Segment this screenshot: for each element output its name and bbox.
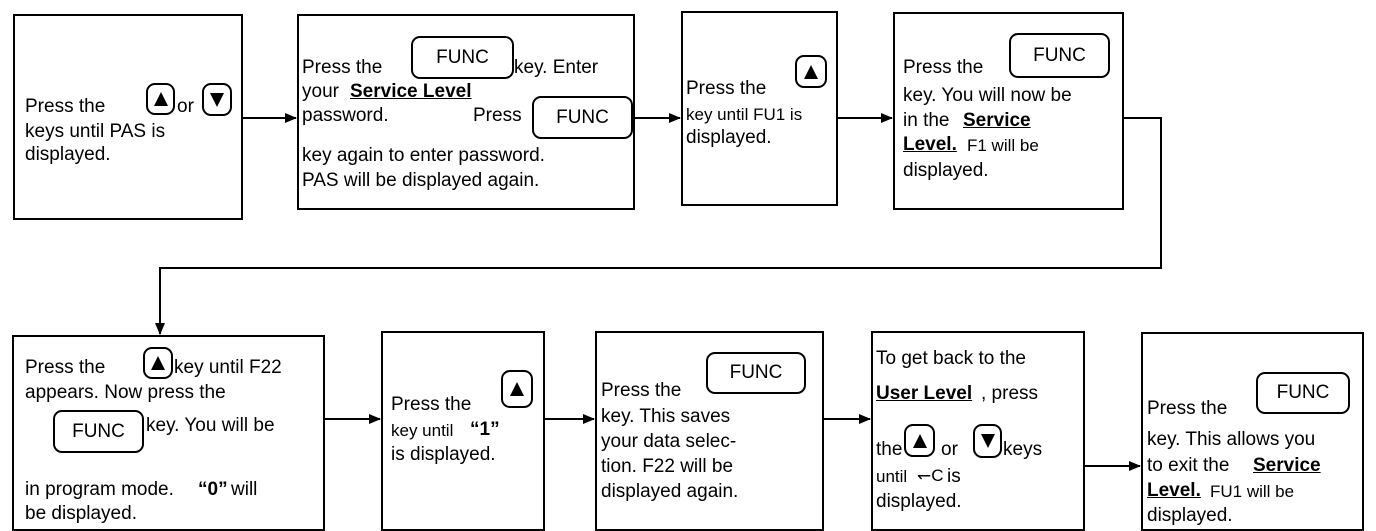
step-5-text-4c: will (231, 479, 258, 500)
step-9-text-5: displayed. (1147, 505, 1233, 526)
step-9-text-2: key. This allows you (1147, 429, 1316, 450)
step-4-text-5: displayed. (903, 160, 989, 181)
step-7-text-4: tion. F22 will be (601, 456, 734, 477)
step-6-text-1: Press the (391, 394, 472, 415)
step-3-text-1: Press the (686, 78, 767, 99)
step-5-text-2: appears. Now press the (25, 382, 226, 403)
func-key-label: FUNC (436, 46, 489, 68)
step-8-text-4a: until (876, 467, 908, 486)
up-key-icon (795, 55, 827, 88)
step-5-text-1b: key until F22 (174, 357, 282, 378)
step-1-text-1: Press the (25, 96, 106, 117)
step-9-box (1141, 332, 1364, 531)
step-4-text-3a: in the (903, 110, 950, 131)
step-3-text-3: displayed. (686, 127, 772, 148)
func-key-icon: FUNC (1009, 33, 1110, 78)
step-7-text-1: Press the (601, 380, 682, 401)
down-key-icon (202, 83, 232, 116)
step-2-text-4: key again to enter password. (302, 145, 545, 166)
up-key-icon (143, 347, 173, 379)
step-2-text-5: PAS will be displayed again. (302, 170, 540, 191)
step-5-text-5: be displayed. (25, 503, 137, 524)
step-7-text-2: key. This saves (601, 406, 731, 427)
down-key-icon (973, 424, 1002, 458)
func-key-icon: FUNC (411, 36, 514, 79)
step-8-text-4c: is (947, 466, 961, 487)
step-4-level: Level. (903, 134, 957, 155)
step-9-level: Level. (1147, 480, 1201, 501)
func-key-icon: FUNC (532, 96, 633, 139)
step-7-text-5: displayed again. (601, 481, 739, 502)
step-5-value-0: “0” (198, 479, 228, 500)
step-5-text-1a: Press the (25, 357, 106, 378)
step-2-text-3a: password. (302, 105, 389, 126)
step-4-text-4b: F1 will be (967, 136, 1039, 155)
step-4-service: Service (963, 110, 1031, 131)
step-6-box (381, 331, 545, 531)
step-9-text-1: Press the (1147, 398, 1228, 419)
step-1-text-or: or (177, 96, 194, 117)
step-8-text-3c: keys (1003, 439, 1043, 460)
func-key-label: FUNC (1276, 382, 1330, 403)
step-2-text-2a: your (302, 81, 339, 102)
step-6-text-2a: key until (391, 421, 454, 440)
func-key-label: FUNC (729, 362, 783, 383)
step-4-text-1: Press the (903, 57, 984, 78)
func-key-label: FUNC (72, 420, 125, 442)
func-key-label: FUNC (1033, 44, 1086, 66)
step-2-text-1b: key. Enter (514, 57, 599, 78)
step-3-box (681, 11, 838, 206)
func-key-label: FUNC (556, 106, 609, 128)
step-8-text-1: To get back to the (876, 348, 1026, 369)
step-9-service: Service (1253, 455, 1321, 476)
up-key-icon (904, 424, 935, 457)
func-key-icon: FUNC (706, 352, 806, 394)
step-1-box (13, 14, 243, 220)
step-9-text-4b: FU1 will be (1210, 482, 1295, 501)
func-key-icon: FUNC (1256, 372, 1350, 414)
step-5-text-3: key. You will be (146, 415, 275, 436)
step-2-service-level: Service Level (350, 81, 472, 102)
step-8-user-level: User Level (876, 383, 973, 404)
step-8-text-2b: , press (981, 383, 1039, 404)
step-9-text-3a: to exit the (1147, 455, 1230, 476)
arrow-4-5 (155, 117, 1162, 335)
step-3-text-2: key until FU1 is (686, 105, 803, 124)
step-4-text-2: key. You will now be (903, 85, 1072, 106)
up-key-icon (501, 370, 533, 408)
step-1-text-2: keys until PAS is (25, 121, 166, 142)
step-1-text-3: displayed. (25, 144, 111, 165)
step-7-text-3: your data selec- (601, 431, 737, 452)
step-6-value-1: “1” (470, 419, 500, 440)
step-6-text-3: is displayed. (391, 444, 496, 465)
up-key-icon (146, 83, 175, 115)
step-5-text-4a: in program mode. (25, 479, 174, 500)
step-8-text-3a: the (876, 439, 903, 460)
step-8-text-5: displayed. (876, 491, 962, 512)
step-8-display-code: ↽Ϲ (917, 466, 944, 485)
step-2-text-1a: Press the (302, 57, 383, 78)
step-2-text-3b: Press (473, 105, 522, 126)
func-key-icon: FUNC (53, 410, 144, 453)
step-8-text-3b: or (941, 439, 958, 460)
